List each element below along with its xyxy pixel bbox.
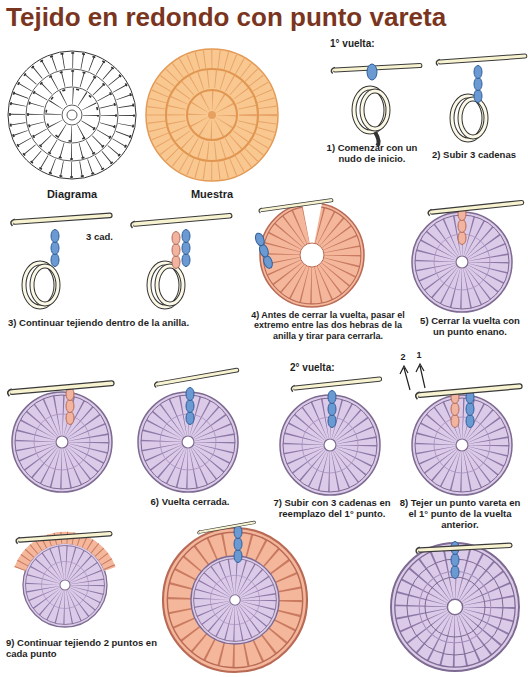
step-caption: 2) Subir 3 cadenas [424,150,524,161]
step-7-figure [280,377,380,495]
step-6-figures [7,368,238,492]
step-2-figure [436,54,525,140]
step-caption: 7) Subir con 3 cadenas en reemplazo del … [262,498,402,520]
callout-number: 2 [398,352,408,362]
step-caption: 4) Antes de cerrar la vuelta, pasar el e… [244,310,412,341]
step-caption: 8) Tejer un punto vareta en el 1° punto … [396,498,524,531]
round-heading: 2° vuelta: [290,362,360,374]
figure-label: Diagrama [37,188,107,201]
step-caption: 5) Cerrar la vuelta con un punto enano. [416,316,524,338]
step-caption: 9) Continuar tejiendo 2 puntos en cada p… [6,638,176,660]
crochet-chart [8,51,136,179]
step-caption: 3) Continuar tejiendo dentro de la anill… [8,318,248,329]
round-heading: 1° vuelta: [330,38,410,50]
progress-round [163,521,307,672]
step-caption: 6) Vuelta cerrada. [135,497,245,508]
step-1-figure [331,63,420,146]
crochet-sample [146,49,278,181]
step-4-figure [254,198,364,307]
step-8-figure [400,364,520,495]
step-caption: 1) Comenzar con un nudo de inicio. [326,143,418,165]
finished-round [391,542,519,672]
step-9-figure [16,531,110,627]
chain-note: 3 cad. [86,232,126,243]
callout-number: 1 [414,350,424,360]
page-title: Tejido en redondo con punto vareta [6,2,446,33]
step-5-figure [412,200,522,312]
step-3-figure [11,213,230,307]
figure-label: Muestra [177,188,247,201]
